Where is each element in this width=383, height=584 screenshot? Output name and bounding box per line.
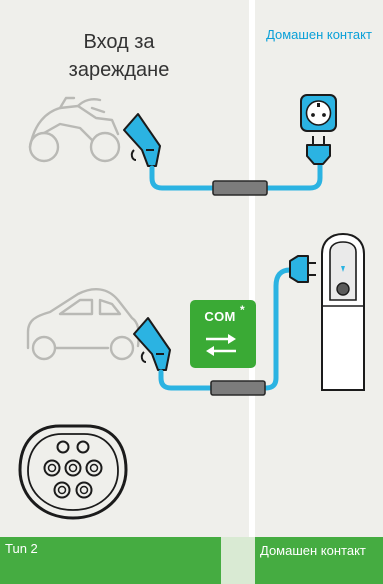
com-communication-badge: COM * bbox=[190, 300, 256, 368]
footer-home-outlet: Домашен контакт bbox=[255, 537, 383, 584]
motorcycle-outline-icon bbox=[30, 98, 119, 161]
schuko-plug-icon bbox=[307, 136, 330, 164]
footer-home-outlet-label: Домашен контакт bbox=[260, 541, 370, 560]
type2-socket-face-icon bbox=[20, 426, 126, 518]
footer-separator bbox=[221, 537, 255, 584]
top-cable-control-box bbox=[213, 181, 267, 195]
household-socket-icon bbox=[301, 95, 336, 131]
schuko-plug-icon bbox=[290, 256, 316, 282]
footer-connector-type: Tun 2 bbox=[0, 537, 249, 584]
type2-charging-plug-icon bbox=[124, 114, 160, 166]
car-outline-icon bbox=[28, 289, 139, 359]
footer-connector-type-label: Tun 2 bbox=[5, 541, 38, 556]
swap-arrows-icon bbox=[204, 332, 238, 358]
diagram-canvas bbox=[0, 0, 383, 537]
wallbox-cable-control-box bbox=[211, 381, 265, 395]
wallbox-charging-station-icon bbox=[322, 234, 364, 390]
com-footnote-mark: * bbox=[240, 303, 245, 317]
